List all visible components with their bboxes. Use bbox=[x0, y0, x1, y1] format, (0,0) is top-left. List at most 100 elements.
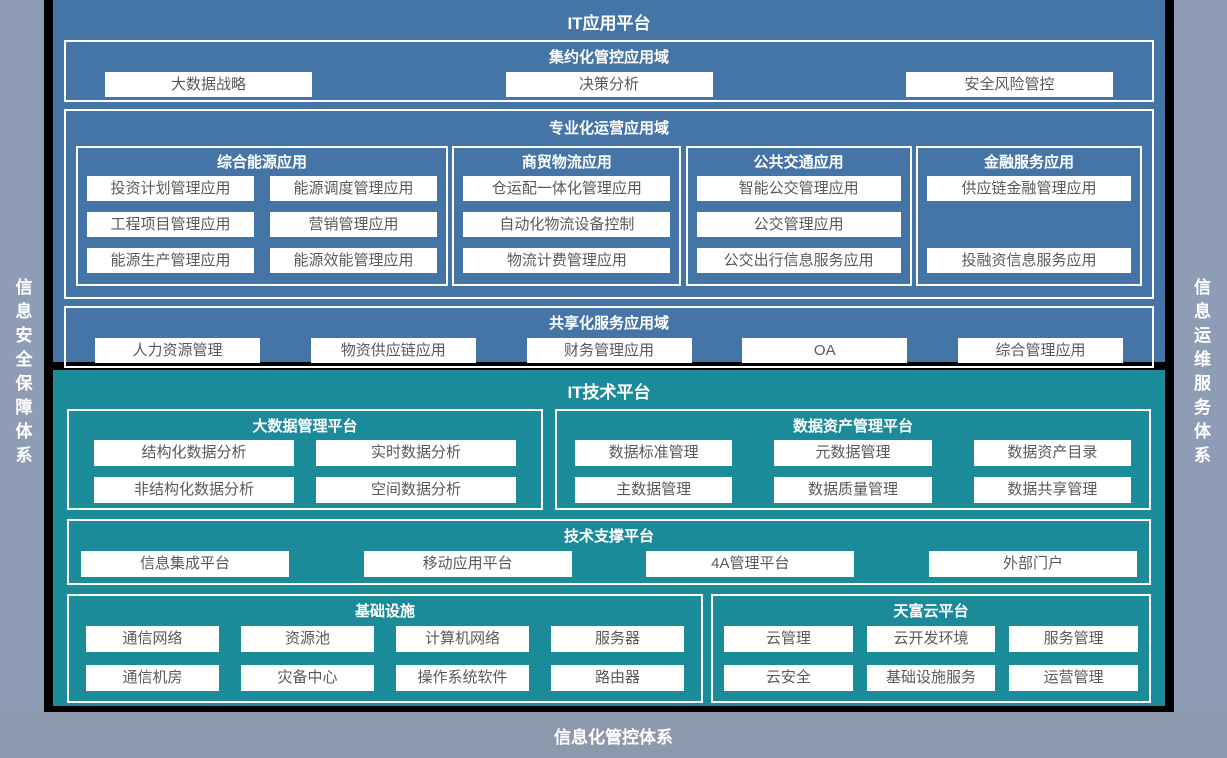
group-transit: 公共交通应用 智能公交管理应用 公交管理应用 公交出行信息服务应用 bbox=[685, 146, 912, 286]
list-item: 路由器 bbox=[551, 665, 684, 691]
list-item: 4A管理平台 bbox=[646, 551, 855, 577]
list-item: 能源生产管理应用 bbox=[87, 248, 254, 273]
list-item: 供应链金融管理应用 bbox=[926, 176, 1131, 201]
tech-row-3: 基础设施 通信网络 资源池 计算机网络 服务器 通信机房 灾备中心 操作系统软件… bbox=[67, 594, 1151, 703]
it-tech-platform-panel: IT技术平台 大数据管理平台 结构化数据分析 实时数据分析 非结构化数据分析 空… bbox=[53, 370, 1165, 706]
list-item: 运营管理 bbox=[1009, 665, 1138, 691]
group-finance-title: 金融服务应用 bbox=[983, 154, 1074, 171]
group-finance-col: 供应链金融管理应用 投融资信息服务应用 bbox=[918, 174, 1140, 273]
group-transit-title: 公共交通应用 bbox=[753, 154, 844, 171]
list-item: 外部门户 bbox=[928, 551, 1137, 577]
bottom-bar: 信息化管控体系 bbox=[0, 712, 1227, 758]
tech-support-row: 信息集成平台 移动应用平台 4A管理平台 外部门户 bbox=[69, 550, 1149, 577]
bigdata-platform-title: 大数据管理平台 bbox=[252, 418, 358, 435]
diagram-frame: IT应用平台 集约化管控应用域 大数据战略 决策分析 安全风险管控 专业化运营应… bbox=[44, 0, 1174, 712]
list-item: 数据资产目录 bbox=[973, 440, 1131, 466]
infrastructure-panel-title: 基础设施 bbox=[354, 603, 415, 620]
list-item: 通信机房 bbox=[86, 665, 219, 691]
list-item: 主数据管理 bbox=[575, 477, 733, 503]
list-item: 资源池 bbox=[241, 626, 374, 652]
list-item: 移动应用平台 bbox=[363, 551, 572, 577]
list-item: 空间数据分析 bbox=[316, 477, 516, 503]
list-item: 信息集成平台 bbox=[81, 551, 289, 577]
list-item: OA bbox=[742, 338, 908, 363]
list-item: 自动化物流设备控制 bbox=[463, 212, 671, 237]
specialized-groups: 综合能源应用 投资计划管理应用 能源调度管理应用 工程项目管理应用 营销管理应用… bbox=[66, 146, 1152, 286]
specialized-domain-title: 专业化运营应用域 bbox=[548, 120, 669, 137]
list-item: 工程项目管理应用 bbox=[87, 212, 254, 237]
tech-support-platform: 技术支撑平台 信息集成平台 移动应用平台 4A管理平台 外部门户 bbox=[67, 519, 1151, 585]
tech-row-1: 大数据管理平台 结构化数据分析 实时数据分析 非结构化数据分析 空间数据分析 数… bbox=[67, 409, 1151, 510]
list-item: 服务器 bbox=[551, 626, 684, 652]
list-item: 能源调度管理应用 bbox=[270, 176, 437, 201]
list-item: 基础设施服务 bbox=[866, 665, 996, 691]
list-item: 营销管理应用 bbox=[270, 212, 437, 237]
list-item: 安全风险管控 bbox=[906, 72, 1113, 97]
group-logistics: 商贸物流应用 仓运配一体化管理应用 自动化物流设备控制 物流计费管理应用 bbox=[452, 146, 682, 286]
it-tech-platform-title: IT技术平台 bbox=[567, 383, 651, 402]
group-energy-grid: 投资计划管理应用 能源调度管理应用 工程项目管理应用 营销管理应用 能源生产管理… bbox=[78, 174, 446, 273]
group-logistics-col: 仓运配一体化管理应用 自动化物流设备控制 物流计费管理应用 bbox=[454, 174, 679, 273]
left-sidebar: 信息安全保障体系 bbox=[0, 0, 44, 712]
list-item: 大数据战略 bbox=[105, 72, 312, 97]
list-item: 非结构化数据分析 bbox=[94, 477, 294, 503]
list-item: 通信网络 bbox=[86, 626, 219, 652]
intensive-domain-row: 大数据战略 决策分析 安全风险管控 bbox=[66, 70, 1152, 97]
shared-domain: 共享化服务应用域 人力资源管理 物资供应链应用 财务管理应用 OA 综合管理应用 bbox=[64, 306, 1154, 368]
list-item: 操作系统软件 bbox=[396, 665, 529, 691]
list-item: 智能公交管理应用 bbox=[696, 176, 901, 201]
list-item: 计算机网络 bbox=[396, 626, 529, 652]
list-item: 实时数据分析 bbox=[316, 440, 516, 466]
left-sidebar-label: 信息安全保障体系 bbox=[12, 278, 32, 470]
list-item: 综合管理应用 bbox=[958, 338, 1123, 363]
cloud-platform: 天富云平台 云管理 云开发环境 服务管理 云安全 基础设施服务 运营管理 bbox=[711, 594, 1151, 703]
list-item: 数据标准管理 bbox=[575, 440, 733, 466]
specialized-domain: 专业化运营应用域 综合能源应用 投资计划管理应用 能源调度管理应用 工程项目管理… bbox=[64, 109, 1154, 299]
infrastructure-panel: 基础设施 通信网络 资源池 计算机网络 服务器 通信机房 灾备中心 操作系统软件… bbox=[67, 594, 703, 703]
data-asset-grid: 数据标准管理 元数据管理 数据资产目录 主数据管理 数据质量管理 数据共享管理 bbox=[557, 440, 1149, 503]
tech-support-platform-title: 技术支撑平台 bbox=[563, 528, 654, 545]
it-app-platform-panel: IT应用平台 集约化管控应用域 大数据战略 决策分析 安全风险管控 专业化运营应… bbox=[53, 0, 1165, 368]
infrastructure-grid: 通信网络 资源池 计算机网络 服务器 通信机房 灾备中心 操作系统软件 路由器 bbox=[69, 625, 701, 691]
bigdata-platform: 大数据管理平台 结构化数据分析 实时数据分析 非结构化数据分析 空间数据分析 bbox=[67, 409, 543, 510]
group-finance-spacer bbox=[927, 212, 1131, 237]
cloud-platform-title: 天富云平台 bbox=[893, 603, 969, 620]
list-item: 决策分析 bbox=[505, 72, 713, 97]
list-item: 服务管理 bbox=[1009, 626, 1138, 652]
list-item: 云管理 bbox=[724, 626, 853, 652]
group-transit-col: 智能公交管理应用 公交管理应用 公交出行信息服务应用 bbox=[688, 174, 910, 273]
shared-domain-row: 人力资源管理 物资供应链应用 财务管理应用 OA 综合管理应用 bbox=[66, 336, 1152, 363]
data-asset-platform: 数据资产管理平台 数据标准管理 元数据管理 数据资产目录 主数据管理 数据质量管… bbox=[555, 409, 1151, 510]
bottom-bar-label: 信息化管控体系 bbox=[554, 727, 673, 747]
group-energy: 综合能源应用 投资计划管理应用 能源调度管理应用 工程项目管理应用 营销管理应用… bbox=[76, 146, 448, 286]
list-item: 公交管理应用 bbox=[696, 212, 901, 237]
intensive-domain: 集约化管控应用域 大数据战略 决策分析 安全风险管控 bbox=[64, 40, 1154, 102]
intensive-domain-title: 集约化管控应用域 bbox=[548, 49, 669, 66]
list-item: 元数据管理 bbox=[774, 440, 932, 466]
right-sidebar: 信息运维服务体系 bbox=[1174, 0, 1227, 712]
list-item: 投资计划管理应用 bbox=[87, 176, 254, 201]
it-app-platform-title: IT应用平台 bbox=[567, 14, 651, 33]
list-item: 能源效能管理应用 bbox=[270, 248, 437, 273]
list-item: 云开发环境 bbox=[866, 626, 996, 652]
list-item: 物资供应链应用 bbox=[310, 338, 476, 363]
data-asset-platform-title: 数据资产管理平台 bbox=[792, 418, 913, 435]
group-finance: 金融服务应用 供应链金融管理应用 投融资信息服务应用 bbox=[915, 146, 1142, 286]
shared-domain-title: 共享化服务应用域 bbox=[548, 315, 669, 332]
group-energy-title: 综合能源应用 bbox=[216, 154, 307, 171]
list-item: 数据共享管理 bbox=[973, 477, 1131, 503]
list-item: 仓运配一体化管理应用 bbox=[463, 176, 671, 201]
list-item: 灾备中心 bbox=[241, 665, 374, 691]
list-item: 数据质量管理 bbox=[774, 477, 932, 503]
list-item: 云安全 bbox=[724, 665, 853, 691]
bigdata-grid: 结构化数据分析 实时数据分析 非结构化数据分析 空间数据分析 bbox=[69, 440, 541, 503]
list-item: 人力资源管理 bbox=[95, 338, 260, 363]
list-item: 公交出行信息服务应用 bbox=[696, 248, 901, 273]
list-item: 投融资信息服务应用 bbox=[926, 248, 1131, 273]
list-item: 物流计费管理应用 bbox=[463, 248, 671, 273]
right-sidebar-label: 信息运维服务体系 bbox=[1191, 278, 1210, 470]
cloud-grid: 云管理 云开发环境 服务管理 云安全 基础设施服务 运营管理 bbox=[713, 625, 1149, 691]
list-item: 结构化数据分析 bbox=[94, 440, 294, 466]
group-logistics-title: 商贸物流应用 bbox=[521, 154, 612, 171]
list-item: 财务管理应用 bbox=[526, 338, 692, 363]
